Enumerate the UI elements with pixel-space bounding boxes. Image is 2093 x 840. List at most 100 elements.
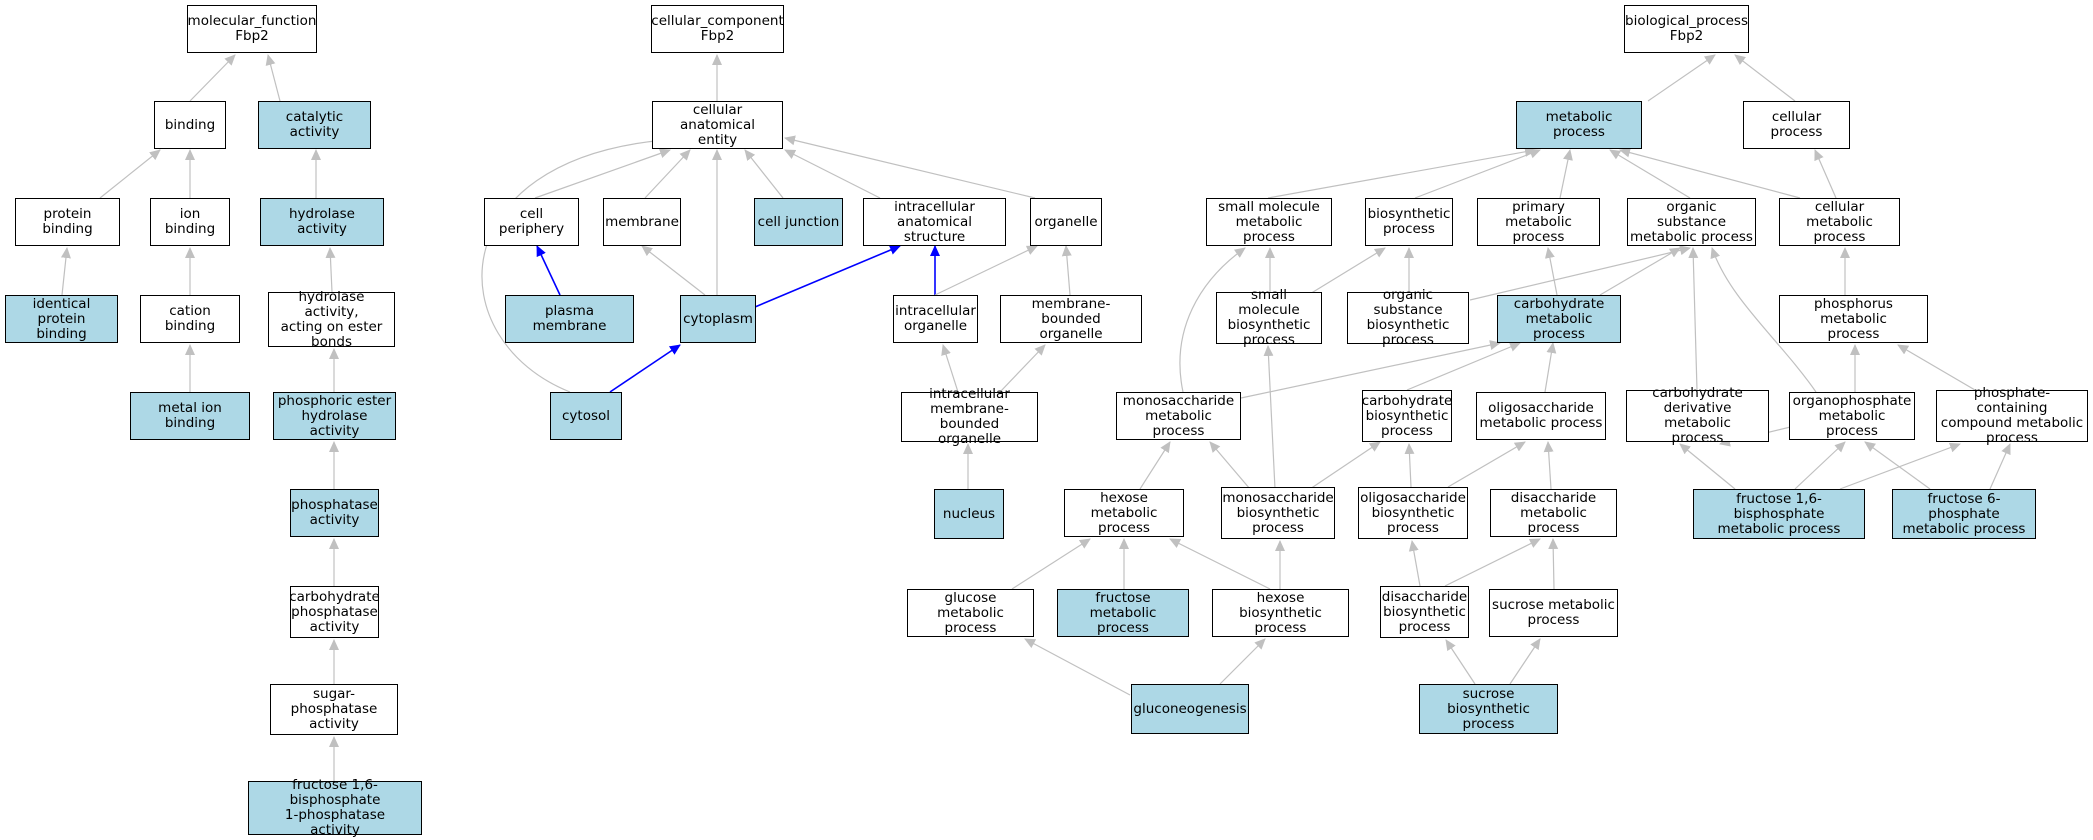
- node-ion-binding[interactable]: ion binding: [150, 198, 230, 246]
- node-molecular-function[interactable]: molecular_function Fbp2: [187, 5, 317, 53]
- edge: [1408, 540, 1421, 587]
- node-identical-protein-binding[interactable]: identical protein binding: [5, 295, 118, 343]
- node-carbohydrate-metabolic-process[interactable]: carbohydrate metabolic process: [1497, 295, 1621, 343]
- edge: [784, 135, 1036, 199]
- edge: [1406, 342, 1521, 391]
- node-sucrose-biosynthetic-process[interactable]: sucrose biosynthetic process: [1419, 684, 1558, 734]
- node-oligosaccharide-biosynthetic-process[interactable]: oligosaccharide biosynthetic process: [1358, 487, 1468, 539]
- edge: [60, 247, 71, 296]
- edge: [1619, 147, 1801, 199]
- node-cellular-anatomical-entity[interactable]: cellular anatomical entity: [652, 101, 783, 149]
- node-sugar-phosphatase[interactable]: sugar-phosphatase activity: [270, 684, 398, 735]
- node-glucose-metabolic-process[interactable]: glucose metabolic process: [907, 589, 1034, 637]
- node-intracellular-membrane-bounded-organelle[interactable]: intracellular membrane-bounded organelle: [901, 387, 1038, 447]
- node-cell-junction[interactable]: cell junction: [754, 198, 843, 246]
- node-cytosol[interactable]: cytosol: [550, 392, 622, 440]
- edge: [641, 245, 706, 296]
- node-cell-periphery[interactable]: cell periphery: [484, 198, 579, 246]
- node-monosaccharide-biosynthetic-process[interactable]: monosaccharide biosynthetic process: [1221, 487, 1335, 539]
- node-small-molecule-biosynthetic-process[interactable]: small molecule biosynthetic process: [1216, 288, 1322, 348]
- node-carbohydrate-biosynthetic-process[interactable]: carbohydrate biosynthetic process: [1362, 390, 1452, 442]
- edge: [1179, 247, 1246, 393]
- node-disaccharide-metabolic-process[interactable]: disaccharide metabolic process: [1490, 489, 1617, 537]
- node-organelle[interactable]: organelle: [1030, 198, 1102, 246]
- edge: [1897, 344, 1976, 391]
- node-phosphorus-metabolic-process[interactable]: phosphorus metabolic process: [1779, 295, 1928, 343]
- edge: [1219, 638, 1266, 685]
- node-disaccharide-biosynthetic-process[interactable]: disaccharide biosynthetic process: [1380, 586, 1469, 638]
- node-cellular-component[interactable]: cellular_component Fbp2: [651, 5, 784, 53]
- edge: [1024, 638, 1131, 696]
- node-primary-metabolic-process[interactable]: primary metabolic process: [1477, 198, 1600, 246]
- node-cation-binding[interactable]: cation binding: [140, 295, 240, 343]
- edge: [1559, 149, 1573, 199]
- edge: [1647, 54, 1716, 102]
- node-carbohydrate-derivative-metabolic-process[interactable]: carbohydrate derivative metabolic proces…: [1626, 386, 1769, 446]
- node-binding[interactable]: binding: [154, 101, 226, 149]
- node-organic-substance-metabolic-process[interactable]: organic substance metabolic process: [1627, 198, 1756, 246]
- edge: [1609, 149, 1691, 199]
- node-hydrolase-activity[interactable]: hydrolase activity: [260, 198, 384, 246]
- edge: [1839, 442, 1961, 490]
- node-hydrolase-ester-bonds[interactable]: hydrolase activity, acting on ester bond…: [268, 289, 395, 349]
- node-small-molecule-metabolic-process[interactable]: small molecule metabolic process: [1206, 198, 1332, 246]
- node-phosphatase-activity[interactable]: phosphatase activity: [290, 489, 379, 537]
- edge: [1011, 538, 1091, 590]
- edge: [1814, 149, 1837, 199]
- edge-strong: [536, 245, 561, 296]
- node-monosaccharide-metabolic-process[interactable]: monosaccharide metabolic process: [1116, 392, 1241, 440]
- node-intracellular-anatomical-structure[interactable]: intracellular anatomical structure: [863, 198, 1006, 246]
- edge: [1543, 441, 1554, 490]
- node-cellular-metabolic-process[interactable]: cellular metabolic process: [1779, 198, 1900, 246]
- node-biological-process[interactable]: biological_process Fbp2: [1624, 5, 1749, 53]
- node-protein-binding[interactable]: protein binding: [15, 198, 120, 246]
- node-cellular-process[interactable]: cellular process: [1743, 101, 1850, 149]
- edge: [644, 149, 691, 199]
- node-catalytic-activity[interactable]: catalytic activity: [258, 101, 371, 149]
- node-oligosaccharide-metabolic-process[interactable]: oligosaccharide metabolic process: [1476, 392, 1606, 440]
- node-gluconeogenesis[interactable]: gluconeogenesis: [1131, 684, 1249, 734]
- node-carbohydrate-phosphatase[interactable]: carbohydrate phosphatase activity: [289, 586, 380, 638]
- node-phosphoric-ester-hydrolase[interactable]: phosphoric ester hydrolase activity: [273, 392, 396, 440]
- edge: [1139, 441, 1171, 490]
- edge-strong: [754, 245, 901, 308]
- edge: [934, 245, 1038, 296]
- node-organophosphate-metabolic-process[interactable]: organophosphate metabolic process: [1789, 392, 1915, 440]
- node-nucleus[interactable]: nucleus: [934, 489, 1004, 539]
- node-organic-substance-biosynthetic-process[interactable]: organic substance biosynthetic process: [1347, 288, 1469, 348]
- edge: [784, 149, 881, 199]
- node-phosphate-containing-compound-metabolic-process[interactable]: phosphate-containing compound metabolic …: [1936, 386, 2088, 446]
- edge-strong: [609, 344, 681, 393]
- node-metal-ion-binding[interactable]: metal ion binding: [130, 392, 250, 440]
- node-metabolic-process[interactable]: metabolic process: [1516, 101, 1642, 149]
- node-hexose-biosynthetic-process[interactable]: hexose biosynthetic process: [1212, 589, 1349, 637]
- node-fructose-metabolic-process[interactable]: fructose metabolic process: [1057, 589, 1189, 637]
- edge: [1414, 148, 1541, 199]
- node-plasma-membrane[interactable]: plasma membrane: [505, 295, 634, 343]
- node-intracellular-organelle[interactable]: intracellular organelle: [893, 295, 978, 343]
- edge: [1240, 340, 1501, 399]
- node-sucrose-metabolic-process[interactable]: sucrose metabolic process: [1489, 589, 1618, 637]
- node-fructose-6-phosphate-metabolic-process[interactable]: fructose 6-phosphate metabolic process: [1892, 489, 2036, 539]
- edge: [1599, 247, 1681, 296]
- node-cytoplasm[interactable]: cytoplasm: [680, 295, 756, 343]
- edge: [189, 54, 236, 102]
- edge: [481, 135, 666, 393]
- edge: [1679, 443, 1736, 490]
- node-hexose-metabolic-process[interactable]: hexose metabolic process: [1064, 489, 1184, 537]
- node-membrane[interactable]: membrane: [603, 198, 681, 246]
- node-biosynthetic-process[interactable]: biosynthetic process: [1365, 198, 1453, 246]
- node-fbp-1-phosphatase[interactable]: fructose 1,6-bisphosphate 1-phosphatase …: [248, 778, 422, 838]
- edge: [1548, 538, 1559, 590]
- edge: [1299, 247, 1386, 301]
- node-fructose-16-bisphosphate-metabolic-process[interactable]: fructose 1,6-bisphosphate metabolic proc…: [1693, 489, 1865, 539]
- node-membrane-bounded-organelle[interactable]: membrane-bounded organelle: [1000, 295, 1142, 343]
- edge: [1509, 638, 1541, 685]
- edge: [1710, 247, 1817, 393]
- edge: [1734, 54, 1796, 102]
- edge: [1263, 345, 1276, 490]
- edge: [1469, 245, 1691, 301]
- edge: [1445, 639, 1476, 685]
